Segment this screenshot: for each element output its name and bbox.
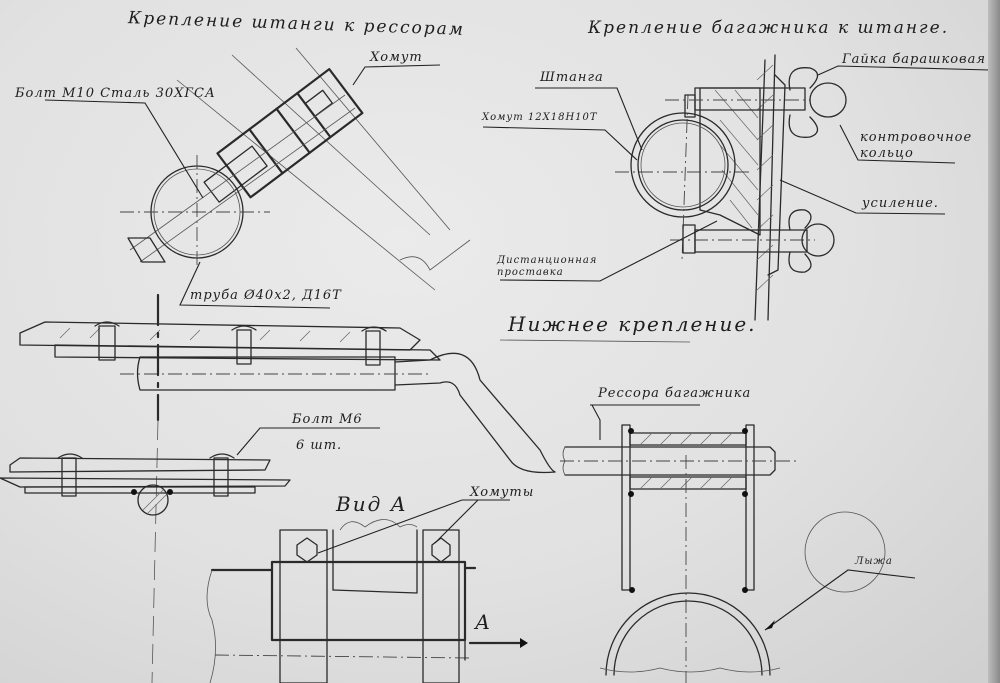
bolt-m6-label: Болт М6 [292,412,363,427]
rack-to-rod-title: Крепление багажника к штанге. [588,18,950,38]
bolt [231,325,257,365]
rack-spring-leader [591,404,601,440]
clamps-leader-left [317,499,510,554]
clamps-label: Хомуты [470,485,535,500]
bolt [213,457,229,497]
bolt-head-left [296,537,318,563]
spring-stack-lower-view [0,453,291,516]
rack-spring-label: Рессора багажника [598,386,752,401]
view-a-label: Вид А [336,492,408,516]
clamp-leader [352,64,441,86]
reinforcement-plate [767,74,786,276]
ski-arc-outer [605,592,771,676]
spring-plate-bottom [629,476,747,490]
ski-attachment-view [560,424,886,683]
tube-label: труба Ø40х2, Д16Т [190,288,342,303]
spacer-leader [499,220,718,282]
bolt [361,326,387,366]
clamp-right [422,529,460,683]
wing-nut-leader [817,65,991,76]
view-a [206,519,528,683]
rod-leader [535,87,643,151]
leaf-upper [9,457,271,473]
clamp-left [279,529,328,683]
rod-label: Штанга [540,70,604,85]
spring-leaf-top [19,321,421,351]
clamp-block [203,68,364,203]
tube-section [137,484,169,516]
strut-right [745,424,755,591]
break-line [399,239,471,271]
rack-plate [754,54,776,321]
leaf-lower [0,477,291,488]
spring-edge-line [295,47,451,231]
bent-tube [394,352,556,473]
rack-to-rod-view [615,54,847,321]
upper-bolt [694,87,806,111]
reinforcement-label: усиление. [862,196,939,211]
clamp-sleeve [270,560,467,642]
clamps-leader-right [434,499,479,544]
clamp-body [216,68,364,199]
spacer-label: Дистанционная проставка [497,255,598,278]
bolt [61,457,77,497]
clamp-12x18-label: Хомут 12Х18Н10Т [482,112,598,123]
rod-tube-side [136,356,396,391]
rack-spring-bar [564,446,776,476]
wing-nut-lower [788,209,835,273]
spring-leaf-mid [54,344,441,361]
clamp-12x18-leader [482,126,638,161]
tube-leader [179,261,331,309]
lock-ring-leader [839,124,956,164]
lower-bolt [694,229,808,253]
lock-ring-label: контровочное кольцо [860,130,973,161]
bolt-qty-label: 6 шт. [296,438,343,453]
rod-tube [630,112,736,218]
spring-edge-line [176,79,436,291]
bolt-m6-leader [236,427,380,456]
view-arrow-label: А [475,610,493,634]
reinforcement-leader [779,179,946,215]
spring-edge-line [231,54,431,236]
faint-circle [804,511,886,593]
rod-to-springs-view [120,47,471,291]
bolt [94,321,120,361]
spring-stack-side-view [19,293,556,683]
bolt-leader [44,99,204,199]
wing-nut-upper [788,67,847,138]
wing-nut-label: Гайка барашковая [842,52,986,67]
bolt-head [127,237,166,263]
bolt-m10-label: Болт М10 Сталь 30ХГСА [15,86,216,101]
ski-leader [764,569,916,631]
clamp-label: Хомут [370,50,423,65]
paper-edge-shadow [988,0,1000,683]
spring-plate-top [629,432,747,446]
lower-mount-underline [499,339,691,343]
lower-mount-title: Нижнее крепление. [508,312,757,336]
ski-label: Лыжа [855,556,893,567]
bolt-head-right [431,537,451,563]
strut-left [621,424,631,591]
